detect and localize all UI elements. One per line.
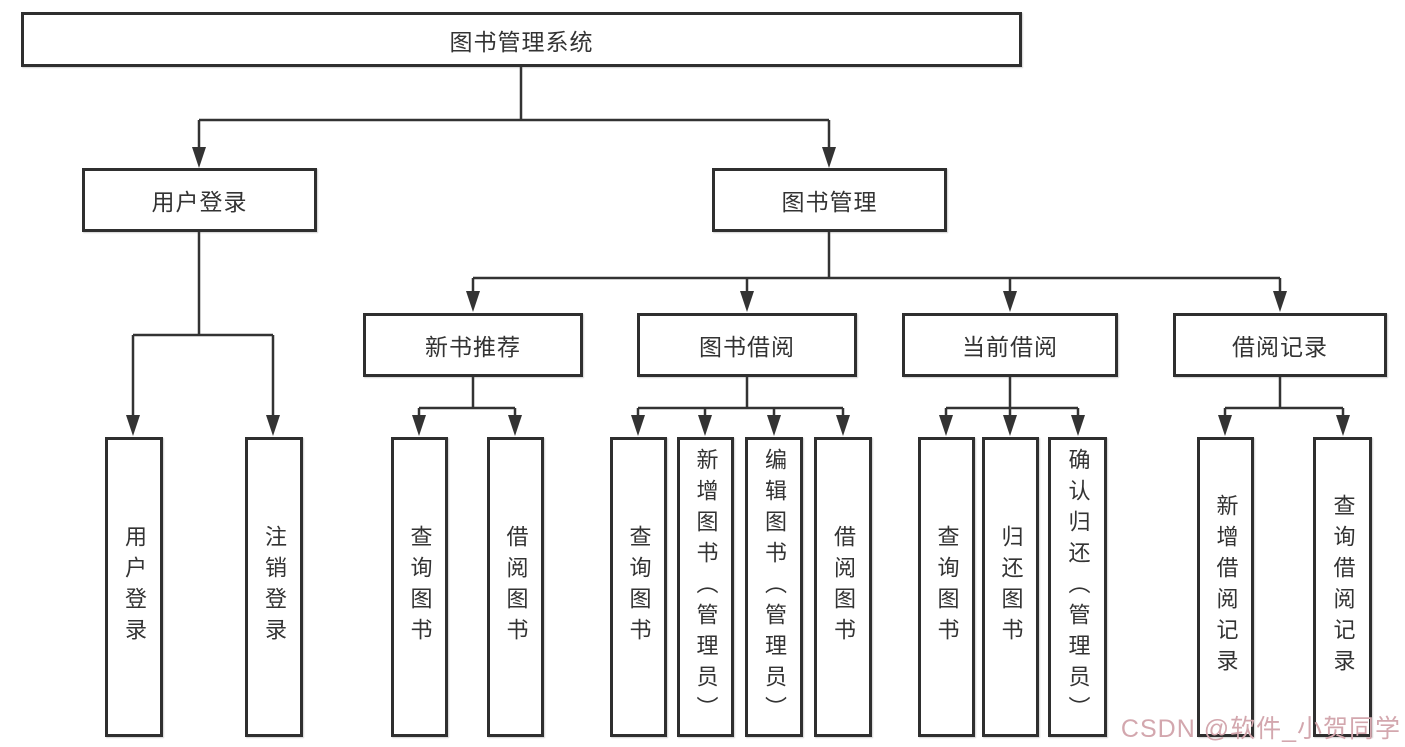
node-current-borrowing: 当前借阅 xyxy=(902,313,1118,377)
node-root: 图书管理系统 xyxy=(21,12,1022,67)
leaf-query-books-recommend-label: 查询图书 xyxy=(407,525,433,649)
leaf-confirm-return-admin-label: 确认归还（管理员） xyxy=(1065,447,1091,727)
node-current-borrowing-label: 当前借阅 xyxy=(962,334,1058,360)
node-book-management: 图书管理 xyxy=(712,168,947,232)
leaf-query-borrow-record: 查询借阅记录 xyxy=(1313,437,1372,737)
node-root-label: 图书管理系统 xyxy=(449,28,594,55)
leaf-add-books-admin-label: 新增图书（管理员） xyxy=(693,447,719,727)
node-new-book-recommend-label: 新书推荐 xyxy=(425,334,521,360)
leaf-user-login: 用户登录 xyxy=(105,437,163,737)
leaf-user-login-label: 用户登录 xyxy=(122,525,147,649)
node-borrowing-records: 借阅记录 xyxy=(1173,313,1387,377)
node-book-management-label: 图书管理 xyxy=(781,189,878,215)
leaf-query-books-current-label: 查询图书 xyxy=(934,525,960,649)
leaf-logout-label: 注销登录 xyxy=(262,525,287,649)
node-borrowing-records-label: 借阅记录 xyxy=(1232,334,1328,360)
leaf-edit-books-admin-label: 编辑图书（管理员） xyxy=(762,447,787,727)
tree-lines xyxy=(131,67,1345,420)
leaf-query-books-borrowing: 查询图书 xyxy=(610,437,667,737)
node-user-login: 用户登录 xyxy=(82,168,317,232)
leaf-query-books-recommend: 查询图书 xyxy=(391,437,448,737)
node-new-book-recommend: 新书推荐 xyxy=(363,313,583,377)
leaf-borrow-books-borrowing-label: 借阅图书 xyxy=(831,525,856,649)
leaf-borrow-books-recommend: 借阅图书 xyxy=(487,437,544,737)
leaf-add-borrow-record: 新增借阅记录 xyxy=(1197,437,1254,737)
leaf-return-books-label: 归还图书 xyxy=(998,525,1024,649)
leaf-logout: 注销登录 xyxy=(245,437,303,737)
node-user-login-label: 用户登录 xyxy=(151,189,248,215)
leaf-add-books-admin: 新增图书（管理员） xyxy=(677,437,734,737)
node-book-borrowing-label: 图书借阅 xyxy=(699,334,795,360)
leaf-query-books-borrowing-label: 查询图书 xyxy=(626,525,652,649)
leaf-query-borrow-record-label: 查询借阅记录 xyxy=(1330,494,1356,680)
leaf-borrow-books-borrowing: 借阅图书 xyxy=(814,437,872,737)
leaf-confirm-return-admin: 确认归还（管理员） xyxy=(1048,437,1107,737)
node-book-borrowing: 图书借阅 xyxy=(637,313,857,377)
leaf-add-borrow-record-label: 新增借阅记录 xyxy=(1213,494,1239,680)
leaf-borrow-books-recommend-label: 借阅图书 xyxy=(503,525,529,649)
leaf-query-books-current: 查询图书 xyxy=(918,437,975,737)
leaf-edit-books-admin: 编辑图书（管理员） xyxy=(745,437,803,737)
leaf-return-books: 归还图书 xyxy=(982,437,1039,737)
